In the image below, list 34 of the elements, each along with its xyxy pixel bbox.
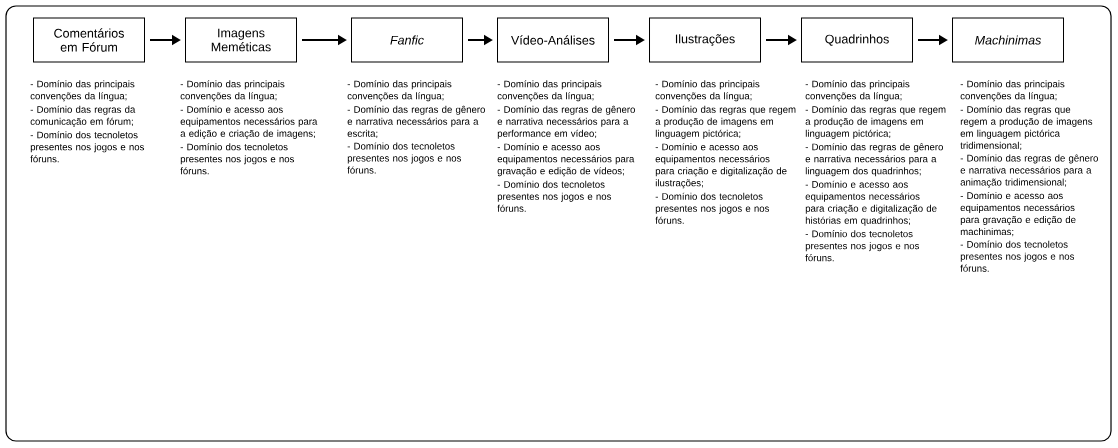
requirement-text: - Domínio dos tecnoletos presentes nos jogos e nos fóruns. [805, 230, 920, 262]
requirement-text: - Domínio das principais convenções da língua; [347, 80, 452, 102]
requirement-text: - Domínio dos tecnoletos presentes nos jogos e nos fóruns. [30, 131, 145, 163]
requirement-text: - Domínio das principais convenções da língua; [497, 80, 602, 102]
requirement-text: - Domínio dos tecnoletos presentes nos jogos e nos fóruns. [180, 143, 295, 175]
requirement-text: - Domínio das regras da comunicação em fórum; [30, 105, 136, 127]
stage-box: Vídeo-Análises [497, 17, 609, 63]
requirement-text: - Domínio das regras de gênero e narrativa necessários para a performance em vídeo; [497, 105, 635, 139]
requirement-text: - Domínio das regras de gênero e narrativa necessários para a linguagem dos quadrinhos; [805, 143, 943, 177]
requirement-text: - Domínio das principais convenções da língua; [30, 80, 135, 102]
stage-box: Comentários em Fórum [33, 17, 145, 63]
stage-box: Ilustrações [649, 17, 761, 63]
requirement-text: - Domínio das principais convenções da língua; [960, 80, 1065, 102]
requirement-text: - Domínio das regras que regem a produção de imagens em linguagem pictórica tridimensional; [960, 105, 1093, 150]
requirement-text: - Domínio e acesso aos equipamentos necessários para criação e digitalização de histórias em quadrinhos; [805, 180, 937, 226]
requirement-text: - Domínio das regras que regem a produção de imagens em linguagem pictórica; [805, 105, 946, 139]
requirement-text: - Domínio das principais convenções da língua; [655, 80, 760, 102]
requirement-text: - Domínio e acesso aos equipamentos necessários para gravação e edição de vídeos; [497, 143, 635, 177]
requirement-text: - Domínio dos tecnoletos presentes nos jogos e nos fóruns. [655, 192, 770, 224]
stage-box: Quadrinhos [801, 17, 913, 63]
requirement-text: - Domínio e acesso aos equipamentos necessários para gravação e edição de machinimas; [960, 191, 1076, 237]
requirement-text: - Domínio dos tecnoletos presentes nos jogos e nos fóruns. [497, 180, 612, 212]
requirement-text: - Domínio das principais convenções da língua; [180, 80, 285, 102]
stage-box: Fanfic [351, 17, 463, 63]
requirement-text: - Domínio das principais convenções da língua; [805, 80, 910, 102]
requirement-text: - Domínio das regras que regem a produção de imagens em linguagem pictórica; [655, 105, 796, 139]
requirement-text: - Domínio e acesso aos equipamentos necessários para criação e digitalização de ilustrações; [655, 143, 787, 189]
requirement-text: - Domínio das regras de gênero e narrativa necessários para a animação tridimensional; [960, 154, 1098, 188]
requirement-text: - Domínio dos tecnoletos presentes nos jogos e nos fóruns. [347, 142, 462, 174]
stage-box: Imagens Meméticas [185, 17, 297, 63]
requirement-text: - Domínio dos tecnoletos presentes nos jogos e nos fóruns. [960, 240, 1075, 272]
stage-box: Machinimas [952, 17, 1064, 63]
requirement-text: - Domínio das regras de gênero e narrativa necessários para a escrita; [347, 105, 485, 138]
requirement-text: - Domínio e acesso aos equipamentos necessários para a edição e criação de imagens; [180, 105, 318, 139]
